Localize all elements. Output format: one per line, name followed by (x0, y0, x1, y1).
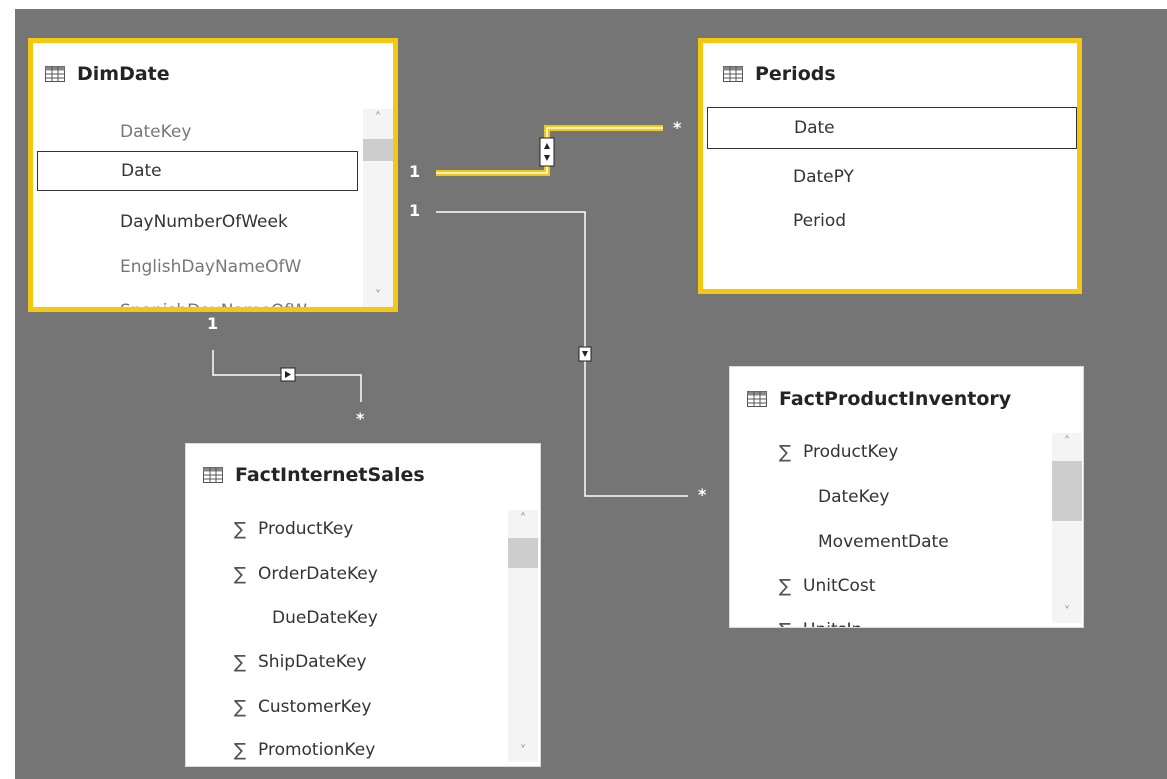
cardinality-many-label: * (698, 485, 707, 504)
field-name: DateKey (818, 487, 890, 507)
field-name: ProductKey (258, 519, 354, 539)
field-row[interactable]: ∑ CustomerKey (186, 688, 506, 726)
field-name: SpanishDayNameOfW (120, 301, 308, 312)
field-name: UnitCost (803, 576, 876, 596)
field-name: EnglishDayNameOfW (120, 257, 302, 277)
table-header[interactable]: DimDate (33, 43, 393, 105)
field-row[interactable]: DatePY (703, 158, 1073, 196)
sigma-icon: ∑ (234, 739, 247, 761)
cardinality-many-label: * (356, 409, 365, 428)
field-name: DayNumberOfWeek (120, 212, 288, 232)
scroll-thumb[interactable] (508, 538, 538, 568)
cardinality-one-label: 1 (409, 162, 421, 181)
cardinality-one-label: 1 (207, 314, 219, 333)
sigma-icon: ∑ (234, 563, 247, 585)
relationship-dimdate-sales[interactable] (212, 350, 362, 402)
field-row[interactable]: ∑ ProductKey (186, 510, 506, 548)
field-row[interactable]: ∑ UnitCost (730, 567, 1050, 605)
field-row[interactable]: EnglishDayNameOfW (33, 248, 358, 286)
field-list: ∑ ProductKey ∑ OrderDateKey DueDateKey ∑… (186, 444, 540, 766)
table-factinternetsales[interactable]: FactInternetSales ∑ ProductKey ∑ OrderDa… (185, 443, 541, 767)
field-row[interactable]: ∑ OrderDateKey (186, 555, 506, 593)
field-name: PromotionKey (258, 740, 376, 760)
scroll-up-icon[interactable]: ˄ (519, 512, 527, 527)
scroll-down-icon[interactable]: ˅ (1063, 605, 1071, 620)
vertical-scrollbar[interactable]: ˄ ˅ (363, 109, 393, 307)
field-name: MovementDate (818, 532, 949, 552)
field-row-selected[interactable]: Date (707, 107, 1077, 149)
scroll-down-icon[interactable]: ˅ (519, 744, 527, 759)
field-row[interactable]: ∑ UnitsIn (730, 611, 1050, 628)
arrow-down-icon (582, 351, 588, 357)
field-name: DatePY (793, 167, 854, 187)
table-header[interactable]: FactInternetSales (186, 444, 540, 506)
relationship-dimdate-periods[interactable] (436, 125, 663, 176)
scroll-thumb[interactable] (363, 139, 393, 161)
field-name: Date (794, 118, 835, 138)
field-name: DueDateKey (272, 608, 378, 628)
table-dimdate[interactable]: DimDate DateKey Date DayNumberOfWeek Eng… (28, 38, 398, 312)
field-row[interactable]: ∑ ShipDateKey (186, 643, 506, 681)
field-row[interactable]: MovementDate (730, 523, 1050, 561)
table-title: FactInternetSales (235, 464, 425, 486)
table-icon (747, 391, 767, 407)
field-name: ShipDateKey (258, 652, 367, 672)
vertical-scrollbar[interactable]: ˄ ˅ (1052, 433, 1082, 623)
sigma-icon: ∑ (779, 441, 792, 463)
field-row-selected[interactable]: Date (37, 151, 358, 191)
field-row[interactable]: ∑ ProductKey (730, 433, 1050, 471)
field-name: OrderDateKey (258, 564, 378, 584)
sigma-icon: ∑ (234, 651, 247, 673)
field-name: ProductKey (803, 442, 899, 462)
field-row[interactable]: DayNumberOfWeek (33, 203, 358, 241)
table-icon (45, 66, 65, 82)
arrow-right-icon (285, 371, 291, 378)
crossfilter-both-icon (539, 137, 555, 167)
field-name: UnitsIn (803, 620, 862, 627)
sigma-icon: ∑ (779, 620, 803, 628)
field-row[interactable]: ∑ PromotionKey (186, 731, 506, 766)
scroll-up-icon[interactable]: ˄ (1063, 435, 1071, 450)
sigma-icon: ∑ (234, 696, 247, 718)
scroll-down-icon[interactable]: ˅ (374, 289, 382, 304)
field-list: DateKey Date DayNumberOfWeek EnglishDayN… (33, 43, 393, 307)
table-title: FactProductInventory (779, 388, 1012, 410)
table-factproductinventory[interactable]: FactProductInventory ∑ ProductKey DateKe… (729, 366, 1084, 628)
cardinality-one-label: 1 (409, 201, 421, 220)
arrow-down-icon (544, 155, 550, 161)
field-row[interactable]: SpanishDayNameOfW (33, 292, 358, 312)
table-periods[interactable]: Periods Date DatePY Period (698, 38, 1082, 294)
field-name: Date (121, 161, 162, 181)
table-header[interactable]: Periods (703, 43, 1077, 105)
field-list: Date DatePY Period (703, 43, 1077, 289)
relationship-dimdate-inventory[interactable] (436, 211, 688, 497)
table-header[interactable]: FactProductInventory (730, 367, 1083, 431)
field-row[interactable]: DueDateKey (186, 599, 506, 637)
table-title: Periods (755, 63, 836, 85)
field-name: DateKey (120, 122, 192, 142)
sigma-icon: ∑ (779, 575, 792, 597)
field-row[interactable]: DateKey (33, 113, 358, 151)
field-row[interactable]: DateKey (730, 478, 1050, 516)
field-list: ∑ ProductKey DateKey MovementDate ∑ Unit… (730, 367, 1083, 628)
field-name: CustomerKey (258, 697, 372, 717)
sigma-icon: ∑ (234, 518, 247, 540)
scroll-thumb[interactable] (1052, 461, 1082, 521)
table-title: DimDate (77, 63, 170, 85)
table-icon (203, 467, 223, 483)
cardinality-many-label: * (673, 118, 682, 137)
table-icon (723, 66, 743, 82)
vertical-scrollbar[interactable]: ˄ ˅ (508, 510, 538, 762)
field-row[interactable]: Period (703, 202, 1073, 240)
arrow-up-icon (544, 143, 550, 149)
field-name: Period (793, 211, 847, 231)
scroll-up-icon[interactable]: ˄ (374, 111, 382, 126)
